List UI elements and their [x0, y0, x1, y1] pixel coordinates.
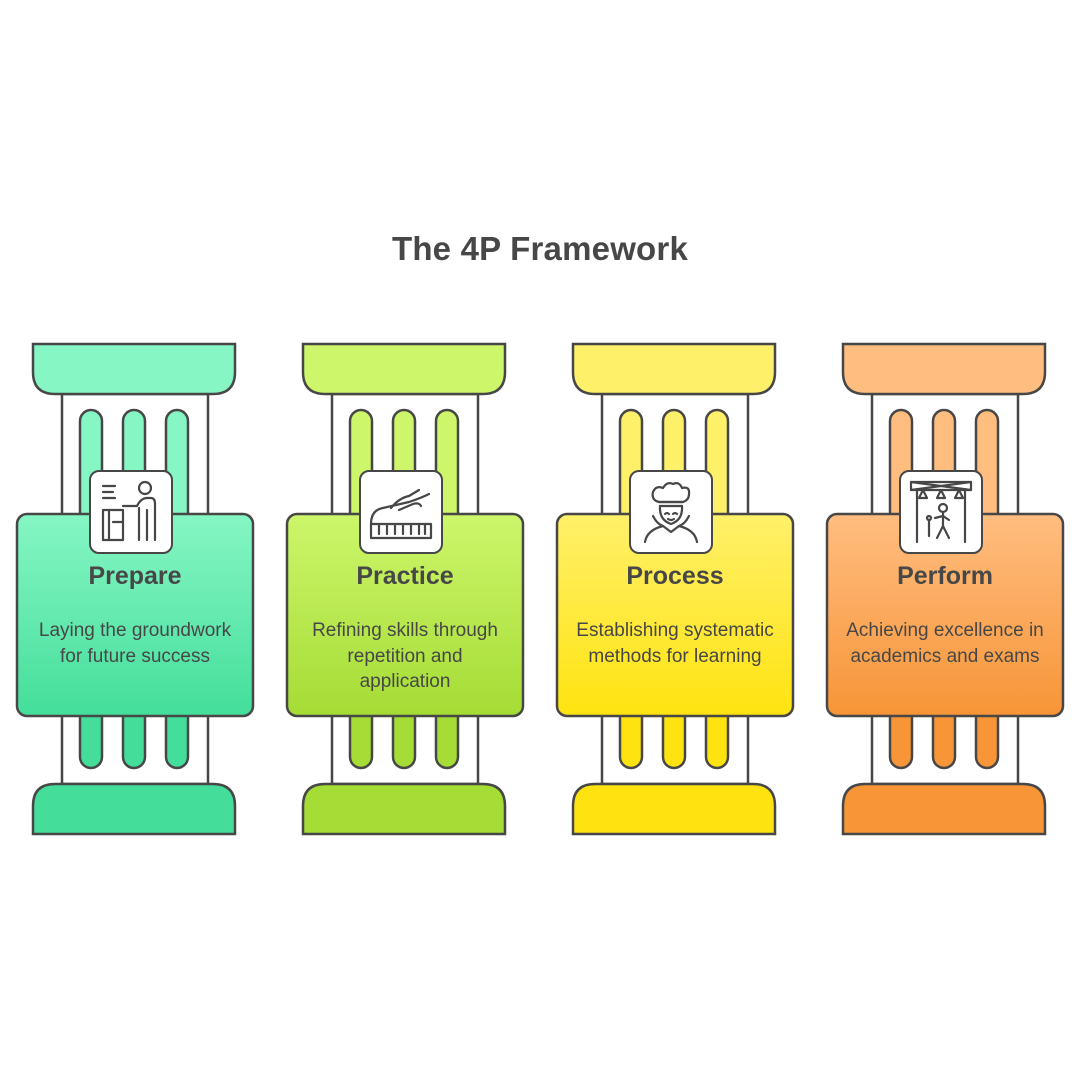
pillar-process: Process Establishing systematic methods …	[555, 342, 795, 836]
icon-box	[359, 470, 443, 554]
chef-icon	[643, 482, 699, 544]
pillar-base	[31, 782, 237, 836]
pillar-title: Perform	[897, 562, 993, 590]
pillar-description: Refining skills through repetition and a…	[312, 620, 498, 692]
pillar-capital	[301, 342, 507, 396]
pillar-title: Prepare	[88, 562, 182, 590]
pillar-perform: Perform Achieving excellence in academic…	[825, 342, 1065, 836]
pillar-capital	[841, 342, 1047, 396]
pillar-title: Practice	[356, 562, 454, 590]
pillar-description: Achieving excellence in academics and ex…	[846, 620, 1044, 667]
desk-teacher-icon	[101, 480, 157, 542]
diagram-title: The 4P Framework	[391, 230, 689, 267]
pillar-base	[571, 782, 777, 836]
pillar-frame	[555, 342, 795, 836]
pillar-base	[301, 782, 507, 836]
pillar-prepare: Prepare Laying the groundwork for future…	[15, 342, 255, 836]
pillar-description: Laying the groundwork for future success	[38, 620, 232, 667]
icon-box	[629, 470, 713, 554]
pillar-title: Process	[626, 562, 724, 590]
piano-hand-icon	[369, 488, 433, 540]
icon-box	[89, 470, 173, 554]
pillar-description: Establishing systematic methods for lear…	[576, 620, 774, 667]
pillar-base	[841, 782, 1047, 836]
pillar-frame	[285, 342, 525, 836]
pillar-capital	[571, 342, 777, 396]
pillar-capital	[31, 342, 237, 396]
stage-performer-icon	[909, 480, 973, 544]
pillar-practice: Practice Refining skills through repetit…	[285, 342, 525, 836]
icon-box	[899, 470, 983, 554]
